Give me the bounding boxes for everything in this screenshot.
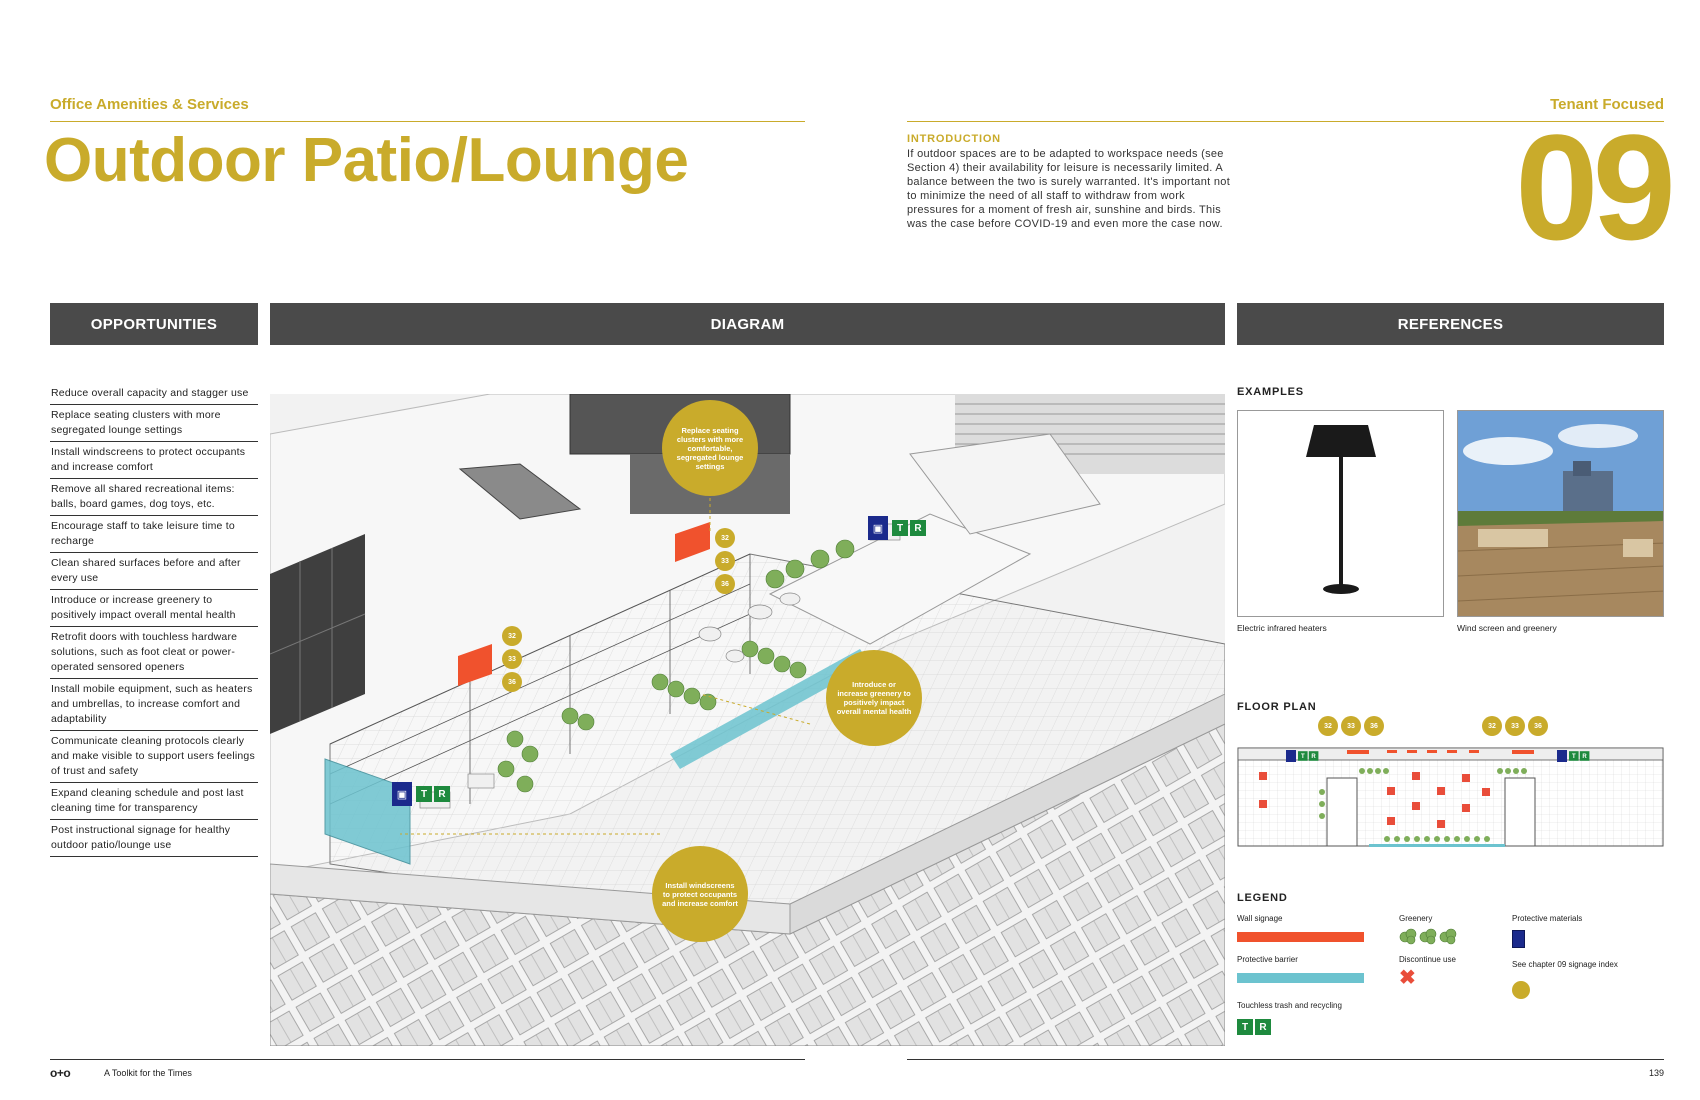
page-title: Outdoor Patio/Lounge <box>44 126 689 195</box>
callout-greenery: Introduce or increase greenery to positi… <box>826 650 922 746</box>
marker-32: 32 <box>502 626 522 646</box>
shrub-icons <box>1399 928 1457 945</box>
marker-stack-lower: 32 33 36 <box>502 626 522 692</box>
floorplan-heading: FLOOR PLAN <box>1237 701 1317 713</box>
callout-seating: Replace seating clusters with more comfo… <box>662 400 758 496</box>
trash-recycle-badge: T R <box>1569 751 1591 761</box>
sanitizer-icon <box>1512 930 1525 948</box>
example-heater-caption: Electric infrared heaters <box>1237 623 1327 633</box>
example-heater-image <box>1237 410 1444 617</box>
page-number: 139 <box>1648 1068 1664 1078</box>
floorplan-markers-right: 32 33 36 <box>1482 716 1548 736</box>
footer-rule-right <box>907 1059 1664 1060</box>
marker-32: 32 <box>1482 716 1502 736</box>
marker-stack-upper: 32 33 36 <box>715 528 735 594</box>
footer-title: A Toolkit for the Times <box>104 1068 192 1078</box>
list-item: Encourage staff to take leisure time to … <box>50 516 258 553</box>
marker-36: 36 <box>715 574 735 594</box>
list-item: Expand cleaning schedule and post last c… <box>50 783 258 820</box>
floorplan-markers-left: 32 33 36 <box>1318 716 1384 736</box>
legend-discontinue-label: Discontinue use <box>1399 955 1456 964</box>
legend-wall-signage-label: Wall signage <box>1237 914 1283 923</box>
floorplan-touchless-right: T R <box>1557 748 1605 764</box>
heater-illustration <box>1306 425 1376 594</box>
marker-36: 36 <box>1528 716 1548 736</box>
axonometric-diagram: Replace seating clusters with more comfo… <box>270 394 1225 1046</box>
marker-32: 32 <box>1318 716 1338 736</box>
touchless-group-lower: ▣ T R <box>392 782 452 806</box>
section-label: Office Amenities & Services <box>50 96 249 113</box>
legend-greenery-label: Greenery <box>1399 914 1433 923</box>
sanitizer-icon <box>1557 750 1567 762</box>
chapter-number: 09 <box>1515 103 1676 271</box>
list-item: Install windscreens to protect occupants… <box>50 442 258 479</box>
marker-33: 33 <box>1505 716 1525 736</box>
intro-text: If outdoor spaces are to be adapted to w… <box>907 148 1231 230</box>
intro-heading: INTRODUCTION <box>907 133 1001 145</box>
greenery-icon <box>1399 928 1459 946</box>
list-item: Reduce overall capacity and stagger use <box>50 383 258 405</box>
marker-36: 36 <box>502 672 522 692</box>
list-item: Post instructional signage for healthy o… <box>50 820 258 857</box>
legend-touchless-label: Touchless trash and recycling <box>1237 1001 1342 1010</box>
legend-protective-materials-label: Protective materials <box>1512 914 1583 923</box>
list-item: Replace seating clusters with more segre… <box>50 405 258 442</box>
signage-marker-icon <box>1512 981 1530 999</box>
building-illustration <box>270 394 1225 1046</box>
legend-signage-index-label: See chapter 09 signage index <box>1512 960 1618 969</box>
callout-windscreens: Install windscreens to protect occupants… <box>652 846 748 942</box>
rooftop-photo <box>1458 411 1663 616</box>
sanitizer-icon: ▣ <box>868 516 888 540</box>
marker-33: 33 <box>715 551 735 571</box>
trash-recycle-badge: T R <box>1298 751 1320 761</box>
header-rule-right <box>907 121 1664 122</box>
header-rule-left <box>50 121 805 122</box>
marker-32: 32 <box>715 528 735 548</box>
list-item: Retrofit doors with touchless hardware s… <box>50 627 258 679</box>
list-item: Clean shared surfaces before and after e… <box>50 553 258 590</box>
brand-logo: o+o <box>50 1066 71 1080</box>
floor-plan: T R T R <box>1237 742 1664 850</box>
example-windscreen-image <box>1457 410 1664 617</box>
legend-protective-barrier-label: Protective barrier <box>1237 955 1298 964</box>
references-header: REFERENCES <box>1237 303 1664 345</box>
protective-barrier-swatch <box>1237 973 1364 983</box>
trash-recycle-badge: T R <box>416 786 452 802</box>
trash-recycle-badge: T R <box>892 520 928 536</box>
list-item: Install mobile equipment, such as heater… <box>50 679 258 731</box>
floor-plan-drawing <box>1237 747 1664 847</box>
example-windscreen-caption: Wind screen and greenery <box>1457 623 1557 633</box>
list-item: Remove all shared recreational items: ba… <box>50 479 258 516</box>
opportunities-header: OPPORTUNITIES <box>50 303 258 345</box>
discontinue-x-icon: ✖ <box>1399 967 1416 989</box>
touchless-group-upper: ▣ T R <box>868 516 928 540</box>
footer-rule-left <box>50 1059 805 1060</box>
sanitizer-icon <box>1286 750 1296 762</box>
wall-signage-swatch <box>1237 932 1364 942</box>
list-item: Introduce or increase greenery to positi… <box>50 590 258 627</box>
floorplan-touchless-left: T R <box>1286 748 1334 764</box>
sanitizer-icon: ▣ <box>392 782 412 806</box>
category-label: Tenant Focused <box>1550 96 1664 113</box>
marker-36: 36 <box>1364 716 1384 736</box>
diagram-header: DIAGRAM <box>270 303 1225 345</box>
marker-33: 33 <box>1341 716 1361 736</box>
trash-recycle-badge: T R <box>1237 1019 1273 1035</box>
examples-heading: EXAMPLES <box>1237 386 1304 398</box>
marker-33: 33 <box>502 649 522 669</box>
legend-heading: LEGEND <box>1237 892 1288 904</box>
opportunities-list: Reduce overall capacity and stagger use … <box>50 383 258 857</box>
list-item: Communicate cleaning protocols clearly a… <box>50 731 258 783</box>
